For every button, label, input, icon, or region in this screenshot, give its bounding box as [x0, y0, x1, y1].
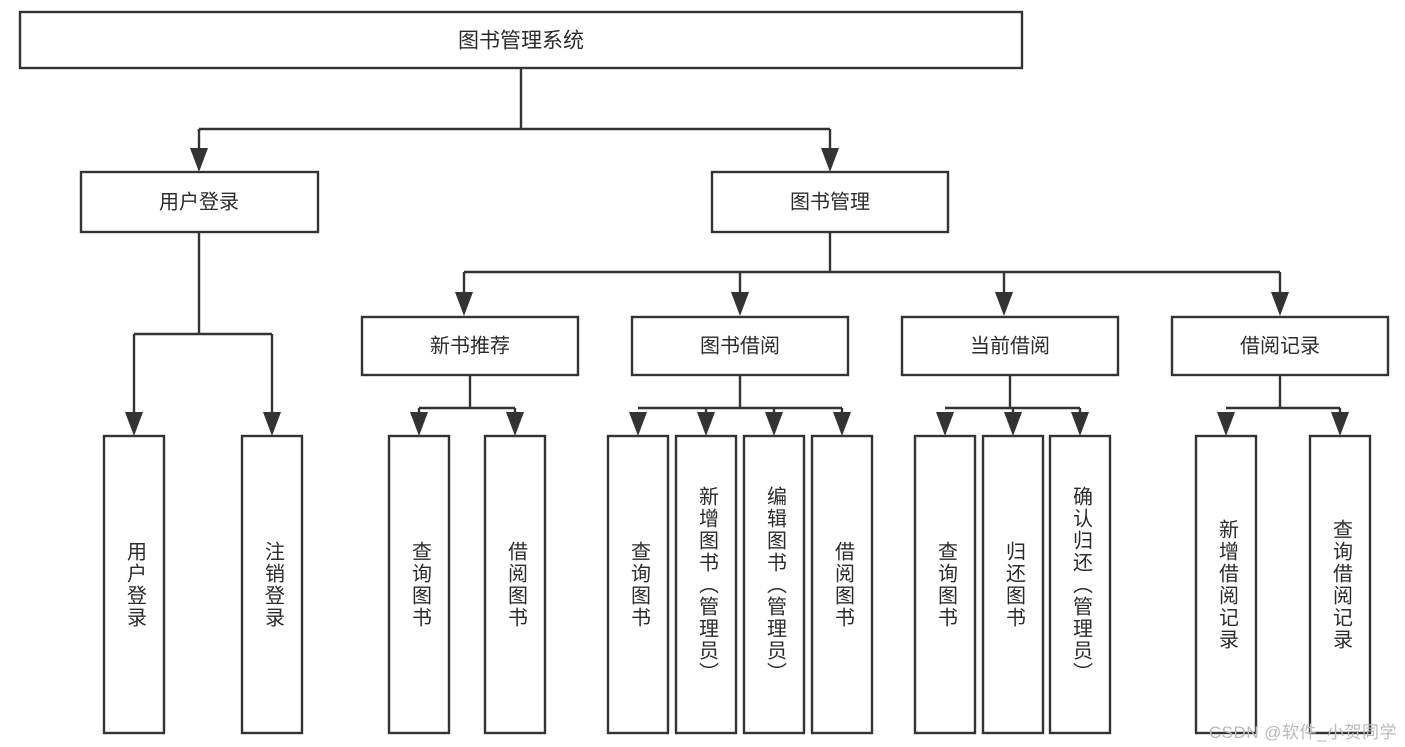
arrow-book-mgmt-to-borrow	[731, 292, 749, 316]
arrow-user-login-leaf-2	[263, 412, 281, 436]
arrow-current-leaf-3	[1071, 412, 1089, 436]
node-new-book-recommend[interactable]: 新书推荐	[360, 315, 580, 377]
node-user-login[interactable]: 用户登录	[79, 170, 320, 234]
arrow-new-book-leaf-2	[506, 412, 524, 436]
node-root[interactable]: 图书管理系统	[18, 10, 1024, 70]
node-book-management-label: 图书管理	[790, 190, 870, 213]
arrow-user-login-leaf-1	[125, 412, 143, 436]
leaf-box-return-book[interactable]	[981, 434, 1045, 735]
node-borrow-record[interactable]: 借阅记录	[1170, 315, 1390, 377]
arrow-borrow-leaf-3	[765, 412, 783, 436]
leaf-box-logout[interactable]	[240, 434, 304, 735]
leaf-box-borrow-book-new[interactable]	[483, 434, 547, 735]
node-current-borrow-box	[900, 315, 1120, 377]
arrow-new-book-leaf-1	[410, 412, 428, 436]
connector-group-user-login	[125, 232, 281, 436]
node-borrow-record-label: 借阅记录	[1240, 334, 1320, 357]
leaf-box-borrow-book[interactable]	[810, 434, 874, 735]
connector-group-root	[190, 68, 839, 172]
node-book-management[interactable]: 图书管理	[710, 170, 950, 234]
arrow-book-mgmt-to-current	[995, 292, 1013, 316]
node-book-management-box	[710, 170, 950, 234]
node-book-borrow-box	[630, 315, 850, 377]
connector-group-borrow	[629, 375, 851, 436]
leaf-box-add-book-admin[interactable]	[674, 434, 738, 735]
node-book-borrow-label: 图书借阅	[700, 334, 780, 357]
watermark-text: CSDN @软件_小贺同学	[1208, 723, 1397, 742]
leaf-box-user-login[interactable]	[102, 434, 166, 735]
arrow-borrow-leaf-4	[833, 412, 851, 436]
node-root-label: 图书管理系统	[458, 30, 584, 53]
node-book-borrow[interactable]: 图书借阅	[630, 315, 850, 377]
arrow-record-leaf-2	[1331, 412, 1349, 436]
arrow-book-mgmt-to-new-book	[455, 292, 473, 316]
arrow-root-to-user-login	[190, 148, 208, 172]
node-current-borrow[interactable]: 当前借阅	[900, 315, 1120, 377]
leaf-box-query-book-new[interactable]	[387, 434, 451, 735]
node-user-login-box	[79, 170, 320, 234]
arrow-root-to-book-mgmt	[821, 148, 839, 172]
arrow-current-leaf-2	[1004, 412, 1022, 436]
connector-group-current	[936, 375, 1089, 436]
node-borrow-record-box	[1170, 315, 1390, 377]
leaf-box-confirm-return-admin[interactable]	[1048, 434, 1112, 735]
leaf-box-query-book-borrow[interactable]	[606, 434, 670, 735]
leaf-box-query-borrow-record[interactable]	[1308, 434, 1372, 735]
arrow-borrow-leaf-2	[697, 412, 715, 436]
node-new-book-recommend-label: 新书推荐	[430, 334, 510, 357]
node-new-book-recommend-box	[360, 315, 580, 377]
arrow-borrow-leaf-1	[629, 412, 647, 436]
connector-group-record	[1217, 375, 1349, 436]
node-user-login-label: 用户登录	[159, 190, 239, 213]
arrow-current-leaf-1	[936, 412, 954, 436]
node-root-box	[18, 10, 1024, 70]
leaf-box-query-book-current[interactable]	[913, 434, 977, 735]
leaf-box-add-borrow-record[interactable]	[1194, 434, 1258, 735]
node-current-borrow-label: 当前借阅	[970, 334, 1050, 357]
connector-group-book-mgmt	[455, 232, 1289, 316]
leaf-box-edit-book-admin[interactable]	[742, 434, 806, 735]
leaf-node-group	[102, 434, 1372, 735]
arrow-record-leaf-1	[1217, 412, 1235, 436]
arrow-book-mgmt-to-record	[1271, 292, 1289, 316]
connector-group-new-book	[410, 375, 524, 436]
